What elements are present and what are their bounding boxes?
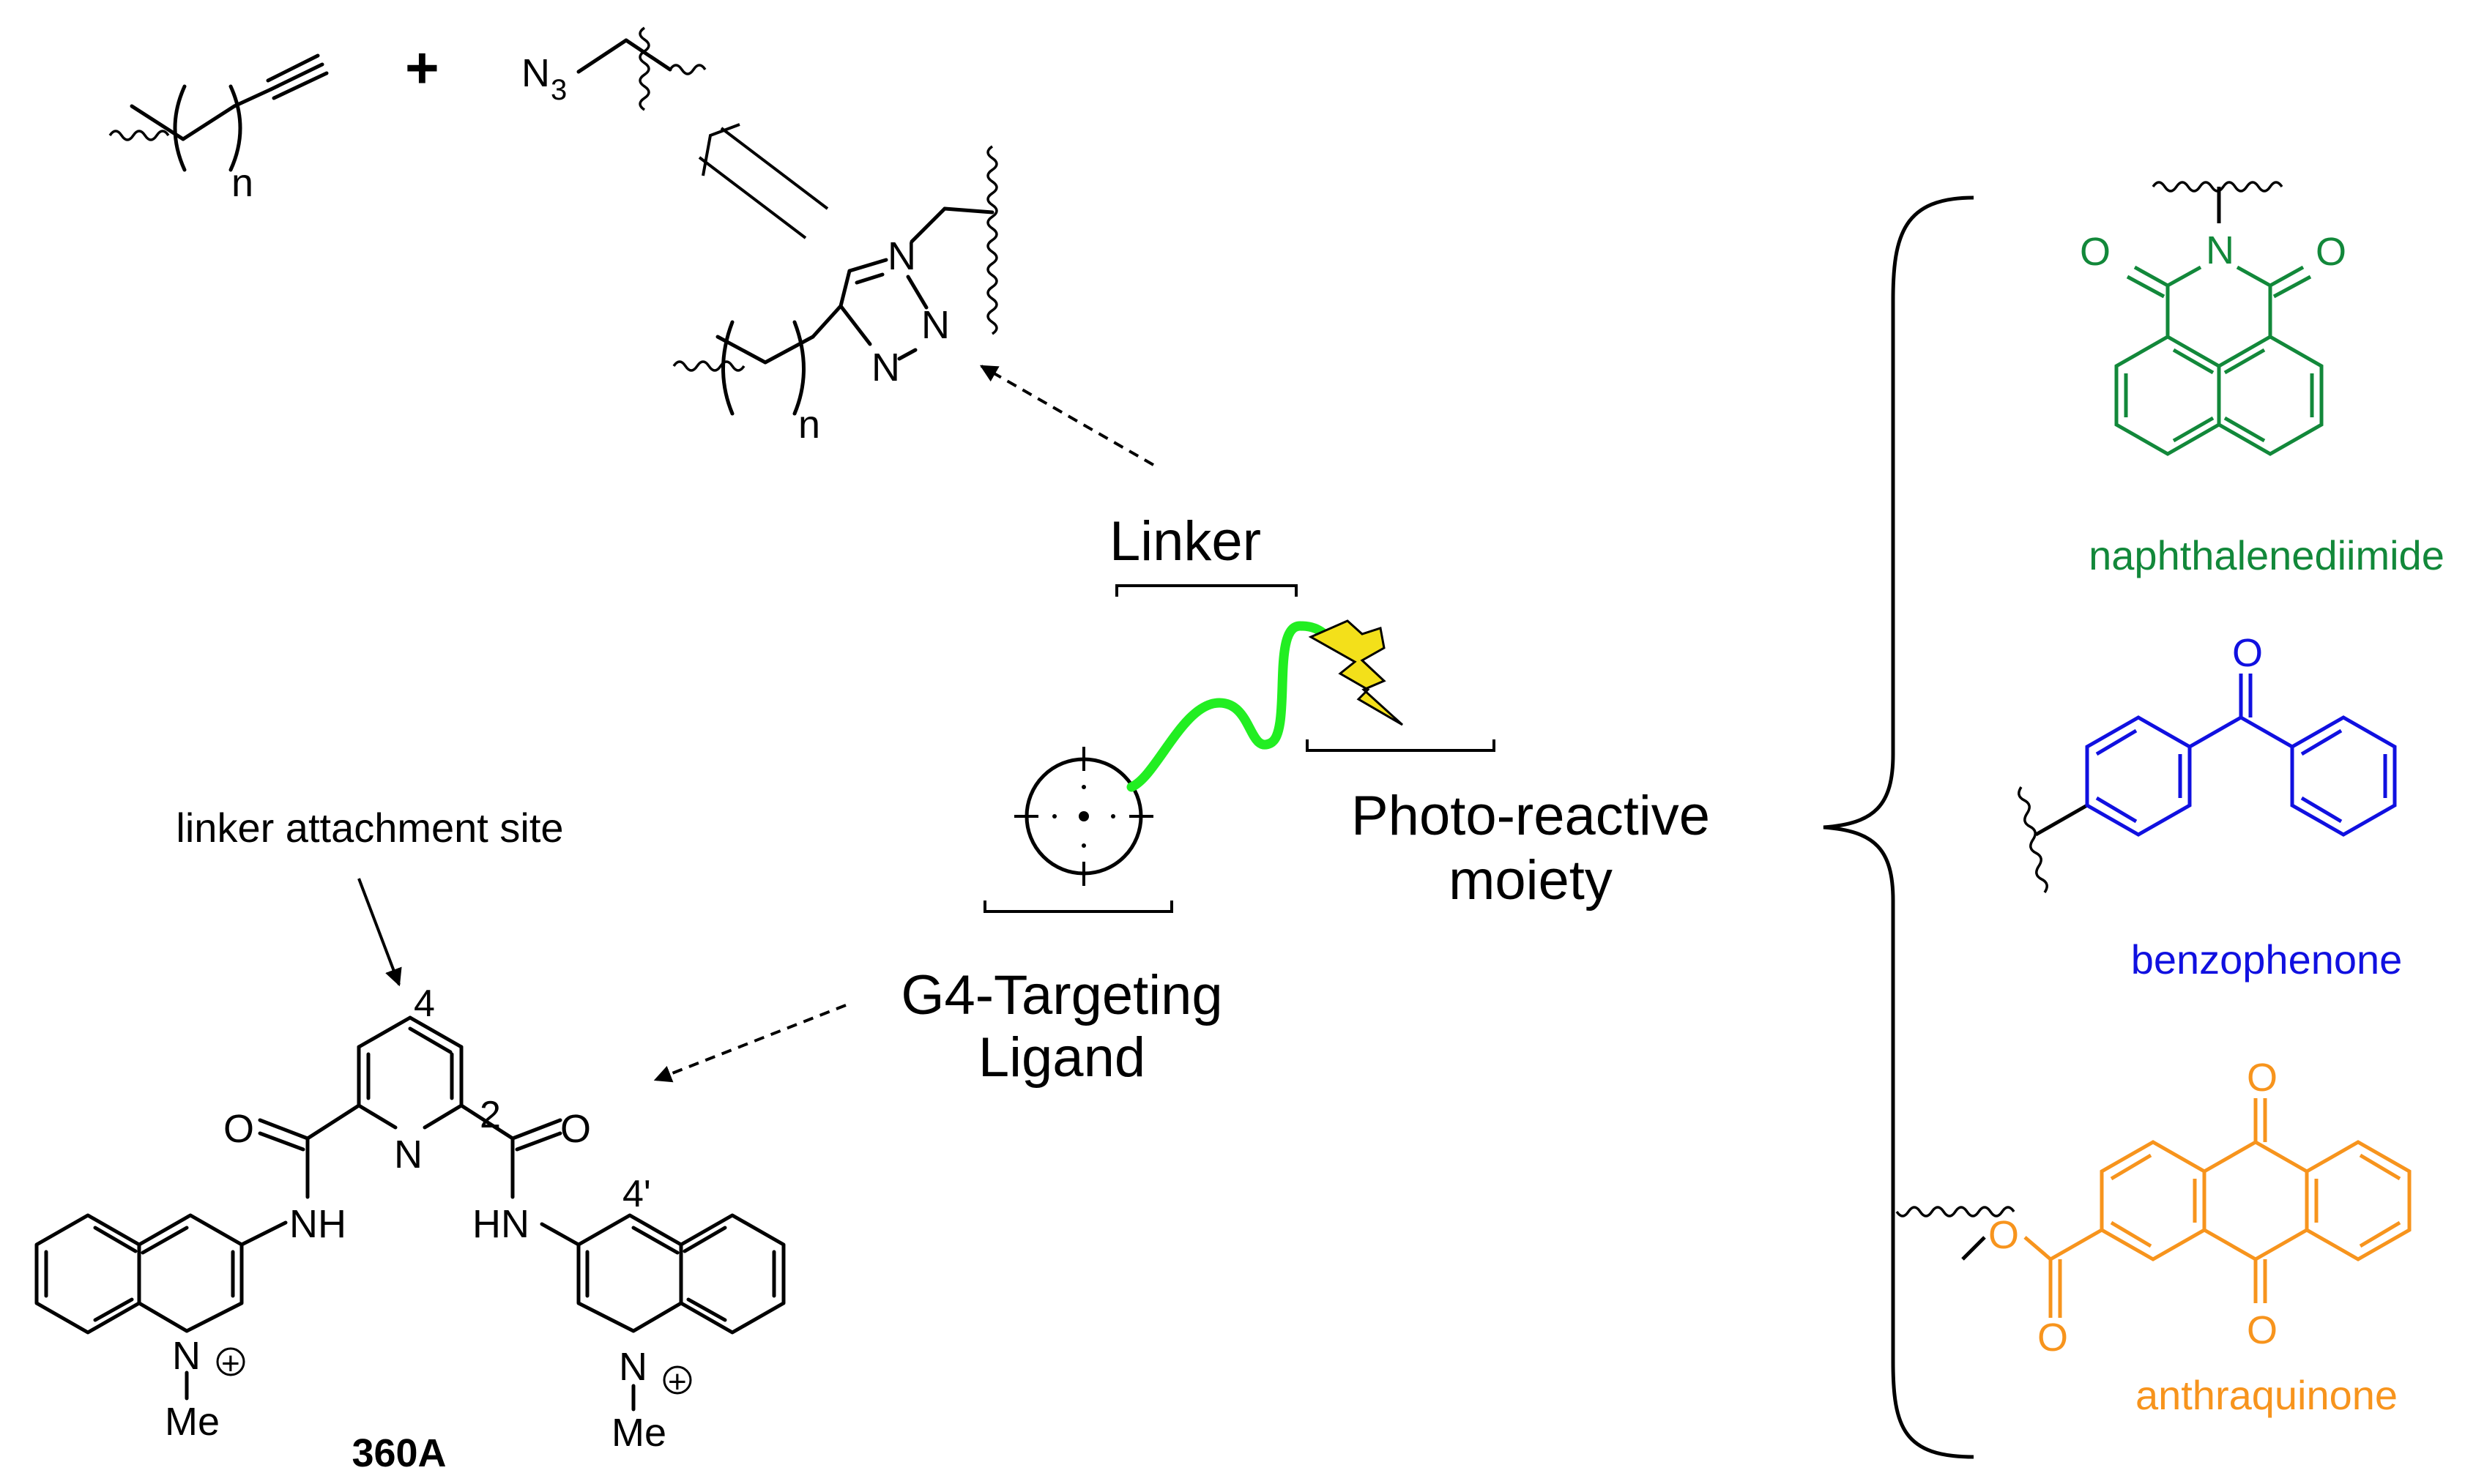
right-methyl: Me (611, 1411, 666, 1455)
right-quinolinium-n: N (619, 1345, 647, 1389)
triazole-product: n N N N (672, 145, 998, 447)
naphthalenediimide-label: naphthalenediimide (2089, 532, 2444, 578)
benzophenone-label: benzophenone (2131, 936, 2403, 983)
right-carbonyl-o: O (560, 1107, 591, 1151)
position-4prime-label: 4' (622, 1173, 651, 1215)
triazole-index-n: n (798, 403, 820, 447)
benzophenone-o: O (2232, 631, 2263, 675)
anthraquinone-label: anthraquinone (2135, 1372, 2398, 1418)
pyridine-n: N (394, 1133, 423, 1177)
benzophenone-structure (2018, 674, 2397, 893)
left-carbonyl-o: O (223, 1107, 254, 1151)
azide-fragment: N 3 (521, 26, 707, 111)
right-hn: HN (472, 1202, 529, 1246)
anthraquinone-carbonyl-o: O (2037, 1316, 2068, 1360)
g4-targeting-label-line1: G4-Targeting (901, 964, 1222, 1026)
ndi-o-right: O (2316, 230, 2346, 274)
left-methyl: Me (165, 1400, 220, 1444)
naphthalenediimide-structure (2114, 181, 2324, 456)
ndi-o-left: O (2080, 230, 2111, 274)
compound-360a-structure: N 4 2 O NH O HN N + Me (34, 983, 786, 1455)
grouping-curly-brace (1823, 195, 1974, 1459)
attachment-site-arrow (357, 878, 402, 987)
alkyne-index-n: n (231, 161, 253, 205)
plus-sign: + (405, 35, 439, 100)
linker-label: Linker (1109, 510, 1261, 573)
left-quinolinium-n: N (172, 1334, 201, 1378)
photo-moiety-bracket (1306, 739, 1495, 752)
lightning-bolt-icon (1308, 619, 1404, 726)
azide-n-label: N (521, 51, 550, 95)
ligand-target-circle (1014, 747, 1153, 886)
alkyne-fragment: n (108, 53, 329, 205)
triazole-n2: N (921, 303, 950, 347)
azide-subscript: 3 (551, 74, 567, 106)
linker-green-curve (1126, 621, 1334, 792)
position-4-label: 4 (414, 983, 435, 1025)
left-charge-plus: + (221, 1346, 240, 1382)
compound-id-label: 360A (352, 1431, 446, 1475)
right-charge-plus: + (668, 1364, 687, 1400)
ndi-n-atom: N (2206, 228, 2234, 272)
anthraquinone-o-bottom: O (2247, 1308, 2278, 1352)
anthraquinone-o-top: O (2247, 1056, 2278, 1100)
triazole-n3: N (871, 346, 900, 389)
retrosynthesis-arrow (698, 123, 829, 239)
ligand-to-compound-arrow (653, 1004, 847, 1083)
linker-attachment-annotation: linker attachment site (176, 805, 563, 851)
left-nh: NH (289, 1202, 346, 1246)
linker-bracket (1115, 584, 1298, 597)
photo-reactive-label-line1: Photo-reactive (1351, 785, 1710, 847)
linker-to-triazole-arrow (979, 365, 1154, 466)
ligand-bracket (984, 901, 1173, 913)
g4-targeting-label-line2: Ligand (978, 1026, 1145, 1089)
anthraquinone-ester-o: O (1988, 1213, 2019, 1257)
photo-reactive-label-line2: moiety (1449, 849, 1613, 911)
anthraquinone-structure (1895, 1098, 2412, 1318)
